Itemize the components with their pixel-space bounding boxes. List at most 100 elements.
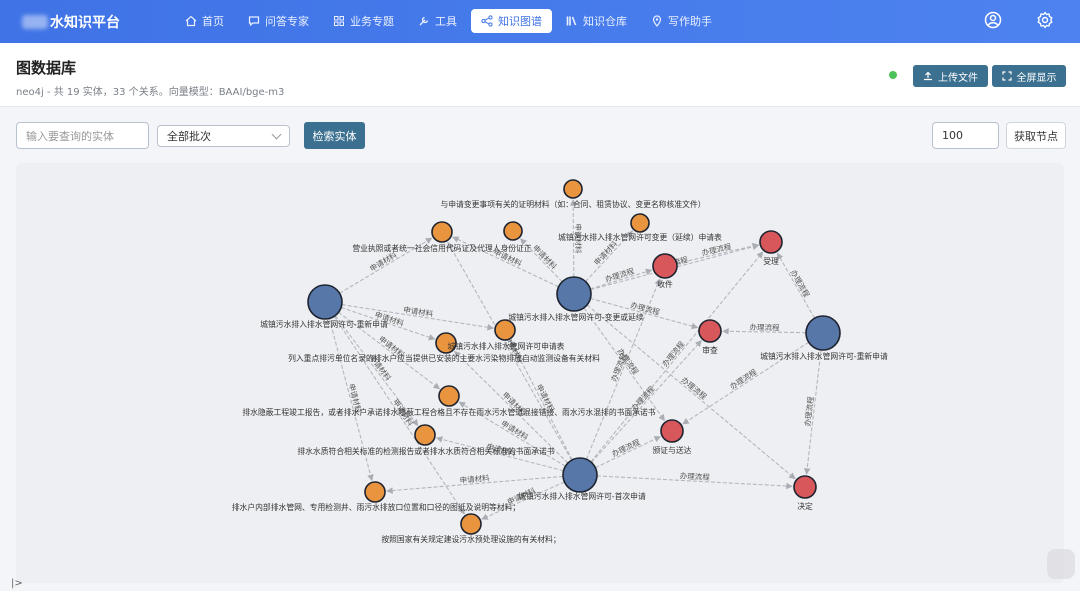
graph-edge[interactable] [585, 278, 661, 460]
gear-icon[interactable] [1036, 11, 1054, 29]
graph-edge[interactable] [586, 304, 796, 480]
node-label: 排水水质符合相关标准的检测报告或者排水水质符合相关标准的书面承诺书 [297, 446, 554, 456]
upload-file-button[interactable]: 上传文件 [913, 65, 988, 87]
graph-edge[interactable] [340, 306, 436, 341]
edge-label: 办理流程 [701, 241, 733, 258]
top-navbar: 水知识平台 首页 问答专家 业务专题 工具 知识图谱 知识仓库 写作助手 [0, 0, 1080, 43]
graph-node-n14[interactable] [414, 424, 436, 446]
graph-edge[interactable] [341, 304, 494, 331]
graph-node-n17[interactable] [364, 481, 386, 503]
graph-node-n9[interactable] [805, 315, 841, 351]
expand-icon [1001, 71, 1012, 81]
node-label: 城镇污水排入排水管网许可-变更或延续 [508, 312, 644, 322]
graph-edge[interactable] [334, 315, 419, 427]
nav-item-writing-assistant[interactable]: 写作助手 [641, 9, 722, 33]
graph-edge[interactable] [458, 401, 566, 467]
nav-item-knowledge-graph[interactable]: 知识图谱 [471, 9, 552, 33]
nav-item-home[interactable]: 首页 [175, 9, 234, 33]
graph-edge[interactable] [386, 475, 564, 494]
graph-edge[interactable] [435, 436, 564, 472]
graph-node-n15[interactable] [660, 419, 684, 443]
graph-edge[interactable] [722, 328, 807, 335]
edge-label: 申请材料 [592, 238, 620, 267]
graph-node-n6[interactable] [652, 253, 678, 279]
graph-edge[interactable] [682, 341, 810, 425]
location-pen-icon [652, 15, 662, 27]
books-icon [566, 16, 577, 26]
graph-node-n1[interactable] [563, 179, 583, 199]
edge-label: 办理流程 [680, 374, 710, 401]
graph-edge[interactable] [338, 311, 441, 390]
edge-label: 申请材料 [500, 418, 531, 442]
graph-node-n11[interactable] [494, 319, 516, 341]
graph-edge[interactable] [590, 297, 699, 330]
graph-node-n8[interactable] [698, 319, 722, 343]
graph-node-n19[interactable] [460, 513, 482, 535]
graph-node-n3[interactable] [431, 221, 453, 243]
wrench-icon [419, 16, 429, 26]
graph-edge[interactable] [676, 242, 760, 264]
graph-node-n18[interactable] [793, 475, 817, 499]
grid-icon [334, 16, 344, 26]
graph-edge[interactable] [590, 251, 764, 463]
edge-label: 申请材料 [573, 223, 583, 254]
graph-node-n13[interactable] [438, 385, 460, 407]
node-limit-input[interactable]: 100 [932, 122, 999, 149]
page-subtitle: neo4j - 共 19 实体，33 个关系。向量模型：BAAI/bge-m3 [16, 87, 285, 98]
home-icon [185, 15, 197, 27]
connection-status-dot [889, 71, 897, 79]
graph-edge[interactable] [510, 339, 573, 461]
graph-edge[interactable] [583, 307, 665, 422]
brand-name: 水知识平台 [50, 15, 120, 31]
nav-item-knowledge-repo[interactable]: 知识仓库 [556, 9, 637, 33]
nav-item-label: 工具 [435, 15, 457, 28]
fetch-nodes-button[interactable]: 获取节点 [1006, 122, 1066, 149]
nav-item-label: 首页 [202, 15, 224, 28]
nav-item-tools[interactable]: 工具 [408, 9, 467, 33]
graph-node-n10[interactable] [307, 284, 343, 320]
batch-select-value: 全部批次 [167, 130, 211, 143]
graph-edge[interactable] [569, 199, 577, 278]
edge-label: 办理流程 [802, 395, 815, 426]
graph-edge[interactable] [333, 315, 465, 515]
knowledge-graph[interactable]: 申请材料申请材料申请材料申请材料办理流程办理流程办理流程办理流程办理流程申请材料… [16, 163, 1064, 583]
nav-item-business-topics[interactable]: 业务专题 [323, 9, 404, 33]
search-entity-button[interactable]: 检索实体 [304, 122, 365, 149]
graph-edge[interactable] [590, 268, 653, 290]
edge-label: 办理流程 [750, 322, 781, 333]
floating-scroll-handle[interactable] [1047, 549, 1075, 579]
fetch-nodes-label: 获取节点 [1014, 129, 1058, 143]
nav-item-qa-expert[interactable]: 问答专家 [238, 9, 319, 33]
graph-edge[interactable] [453, 350, 569, 464]
graph-canvas[interactable]: 申请材料申请材料申请材料申请材料办理流程办理流程办理流程办理流程办理流程申请材料… [16, 163, 1064, 583]
graph-node-n12[interactable] [435, 332, 457, 354]
node-label: 城镇污水排入排水管网许可-重新申请 [260, 319, 388, 329]
graph-edge[interactable] [452, 236, 559, 288]
graph-edge[interactable] [596, 475, 793, 490]
batch-select[interactable]: 全部批次 [157, 125, 290, 147]
graph-edge[interactable] [520, 238, 563, 283]
chevron-down-icon [271, 129, 282, 140]
panel-expand-icon[interactable]: |> [11, 578, 23, 589]
upload-icon [924, 71, 932, 81]
entity-search-placeholder: 输入要查询的实体 [26, 129, 114, 143]
graph-edge[interactable] [328, 318, 374, 482]
graph-node-n4[interactable] [503, 221, 523, 241]
node-label: 排水户内部排水管网、专用检测井、雨污水排放口位置和口径的图纸及说明等材料； [232, 502, 520, 512]
fullscreen-button[interactable]: 全屏显示 [992, 65, 1066, 87]
nav-item-label: 知识仓库 [583, 15, 627, 28]
graph-node-n7[interactable] [759, 230, 783, 254]
graph-edge[interactable] [585, 230, 634, 282]
edge-label: 办理流程 [604, 265, 636, 284]
graph-node-n16[interactable] [562, 457, 598, 493]
entity-search-input[interactable]: 输入要查询的实体 [16, 122, 149, 149]
graph-node-n2[interactable] [630, 213, 650, 233]
graph-node-n5[interactable] [556, 276, 592, 312]
brand-logo[interactable]: 水知识平台 [22, 12, 120, 32]
graph-edge[interactable] [481, 481, 565, 520]
user-icon[interactable] [984, 11, 1002, 29]
graph-icon [481, 15, 493, 27]
graph-edge[interactable] [590, 340, 702, 463]
graph-edge[interactable] [776, 252, 816, 319]
graph-edge[interactable] [803, 349, 822, 475]
